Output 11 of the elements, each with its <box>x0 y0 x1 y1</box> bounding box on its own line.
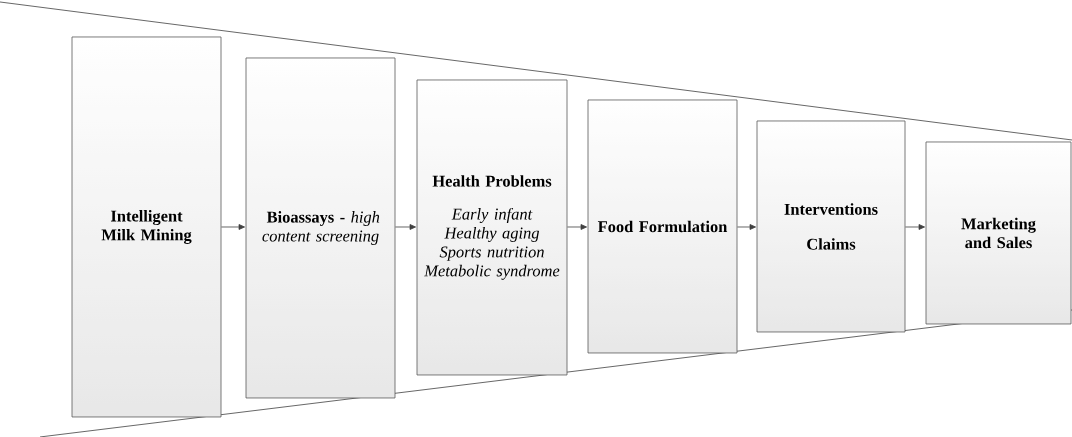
arrow <box>905 224 925 230</box>
process-box: Bioassays - high content screening <box>245 57 396 399</box>
arrow <box>567 224 587 230</box>
arrow <box>395 224 416 230</box>
process-box: Health Problems Early infant Healthy aging Sports nutrition Metabolic syndrome <box>416 79 568 376</box>
arrow <box>737 224 756 230</box>
process-box: Marketing and Sales <box>925 141 1072 325</box>
process-box: Food Formulation <box>587 99 738 354</box>
process-box: Interventions Claims <box>756 120 906 333</box>
process-box: Intelligent Milk Mining <box>71 36 222 418</box>
arrow <box>221 224 245 230</box>
